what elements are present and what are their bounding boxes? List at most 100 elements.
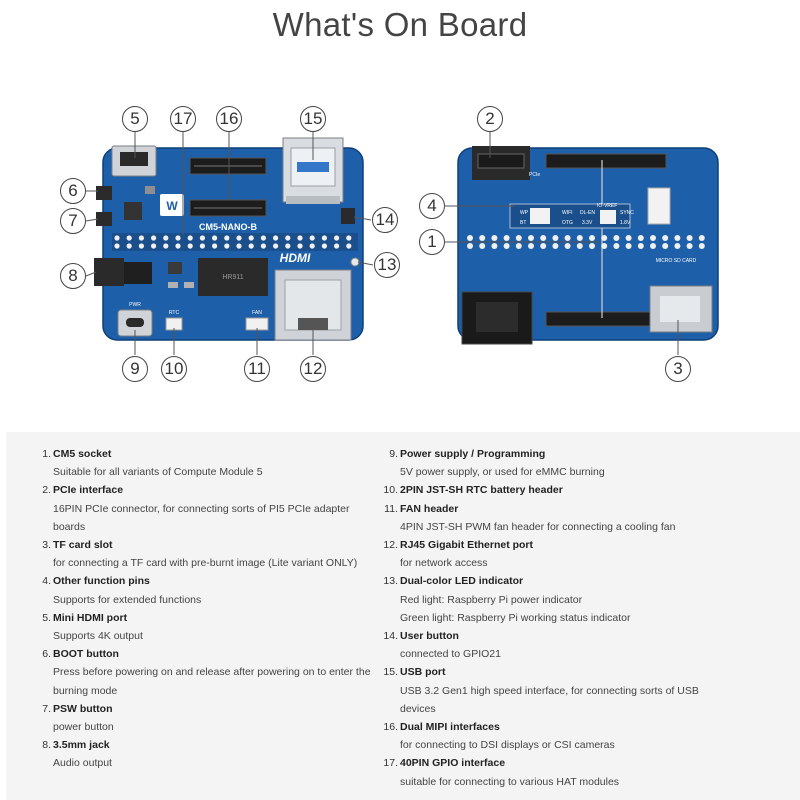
gpio-hole <box>589 243 595 249</box>
gpio-hole <box>564 243 571 249</box>
silk-wifi: WIFI <box>562 210 573 216</box>
ethernet-chip <box>198 258 268 296</box>
legend-item-name: 3.5mm jack <box>53 739 110 752</box>
gpio-hole <box>175 235 181 241</box>
gpio-hole <box>212 243 218 249</box>
callout-15: 15 <box>300 106 326 132</box>
gpio-hole <box>309 235 315 241</box>
gpio-hole <box>212 235 218 241</box>
legend-item-name: BOOT button <box>53 648 119 661</box>
gpio-hole <box>114 235 120 241</box>
gpio-hole <box>199 243 205 249</box>
gpio-hole <box>528 243 534 249</box>
callout-7: 7 <box>60 208 86 234</box>
gpio-hole <box>662 235 669 241</box>
page-title: What's On Board <box>272 6 528 43</box>
callout-4: 4 <box>419 193 445 219</box>
legend-item-number: 5. <box>42 611 51 624</box>
gpio-hole <box>334 235 340 241</box>
gpio-hole <box>503 243 510 249</box>
gpio-hole <box>297 235 303 241</box>
board-figure: W CM5-NANO-B HR911 HD <box>60 106 719 382</box>
legend-item-number: 3. <box>42 539 51 552</box>
callout-8: 8 <box>60 263 86 289</box>
gpio-hole <box>674 235 681 241</box>
gpio-hole <box>552 243 559 249</box>
silk-model: CM5-NANO-B <box>199 222 257 232</box>
legend-item-head: 7.PSW button <box>33 700 373 718</box>
gpio-hole <box>151 243 157 249</box>
legend-item-number: 16. <box>383 721 398 734</box>
gpio-hole <box>625 243 632 249</box>
silk-18v: 1.8V <box>620 220 631 226</box>
gpio-hole <box>601 235 608 241</box>
silk-pwr: PWR <box>129 302 141 308</box>
gpio-hole <box>576 235 583 241</box>
legend-item-name: RJ45 Gigabit Ethernet port <box>400 539 534 552</box>
callout-13: 13 <box>374 252 400 278</box>
legend-item-description: Red light: Raspberry Pi power indicator <box>400 593 583 606</box>
gpio-hole <box>236 243 242 249</box>
legend-item-number: 14. <box>383 630 398 643</box>
legend-item-description: USB 3.2 Gen1 high speed interface, for c… <box>400 684 699 697</box>
callout-1: 1 <box>419 229 445 255</box>
gpio-hole <box>637 243 644 249</box>
legend-item-name: User button <box>400 630 459 643</box>
silk-dl: DL-EN <box>580 210 595 216</box>
board-back: PCIe WP BT WIFI OTG DL-EN IO-VREF 3.3V S… <box>457 146 719 345</box>
gpio-hole <box>175 243 181 249</box>
gpio-hole <box>613 235 620 241</box>
legend-item-head: 16.Dual MIPI interfaces <box>380 718 790 736</box>
legend-item-head: 1.CM5 socket <box>33 445 373 463</box>
silk-sync: SYNC <box>620 210 634 216</box>
gpio-hole <box>126 235 132 241</box>
legend-item-name: PSW button <box>53 702 113 715</box>
gpio-hole <box>187 235 193 241</box>
legend-item-number: 4. <box>42 575 51 588</box>
gpio-hole <box>662 243 669 249</box>
gpio-hole <box>552 235 559 241</box>
silk-hdmi: HDMI <box>280 251 311 265</box>
gpio-hole <box>260 235 266 241</box>
callout-11: 11 <box>244 356 270 382</box>
gpio-hole <box>273 243 279 249</box>
callout-2: 2 <box>477 106 503 132</box>
leader-lines <box>85 131 679 355</box>
gpio-hole <box>285 235 291 241</box>
legend-item-head: 13.Dual-color LED indicator <box>380 572 790 590</box>
gpio-hole <box>686 243 693 249</box>
legend-item-head: 12.RJ45 Gigabit Ethernet port <box>380 536 790 554</box>
gpio-holes <box>114 235 352 249</box>
legend-item-description: power button <box>53 721 114 734</box>
callout-14: 14 <box>372 207 398 233</box>
legend-item-name: TF card slot <box>53 539 113 552</box>
gpio-hole <box>309 243 315 249</box>
legend-item-number: 2. <box>42 484 51 497</box>
legend-item-head: 5.Mini HDMI port <box>33 609 373 627</box>
gpio-hole <box>321 235 327 241</box>
legend-item-description: devices <box>400 702 436 715</box>
callout-3: 3 <box>665 356 691 382</box>
cm5-socket-top <box>545 153 667 169</box>
legend-item-description: Supports 4K output <box>53 630 143 643</box>
gpio-hole <box>479 235 486 241</box>
gpio-hole <box>650 243 656 249</box>
gpio-hole <box>601 243 608 249</box>
legend-item-name: 2PIN JST-SH RTC battery header <box>400 484 563 497</box>
legend-item-number: 12. <box>383 539 398 552</box>
gpio-hole <box>540 243 547 249</box>
gpio-hole <box>138 235 144 241</box>
callout-5: 5 <box>122 106 148 132</box>
silk-sd: MICRO SD CARD <box>656 258 697 264</box>
legend-item-name: Other function pins <box>53 575 150 588</box>
legend-item-description: for network access <box>400 557 488 570</box>
